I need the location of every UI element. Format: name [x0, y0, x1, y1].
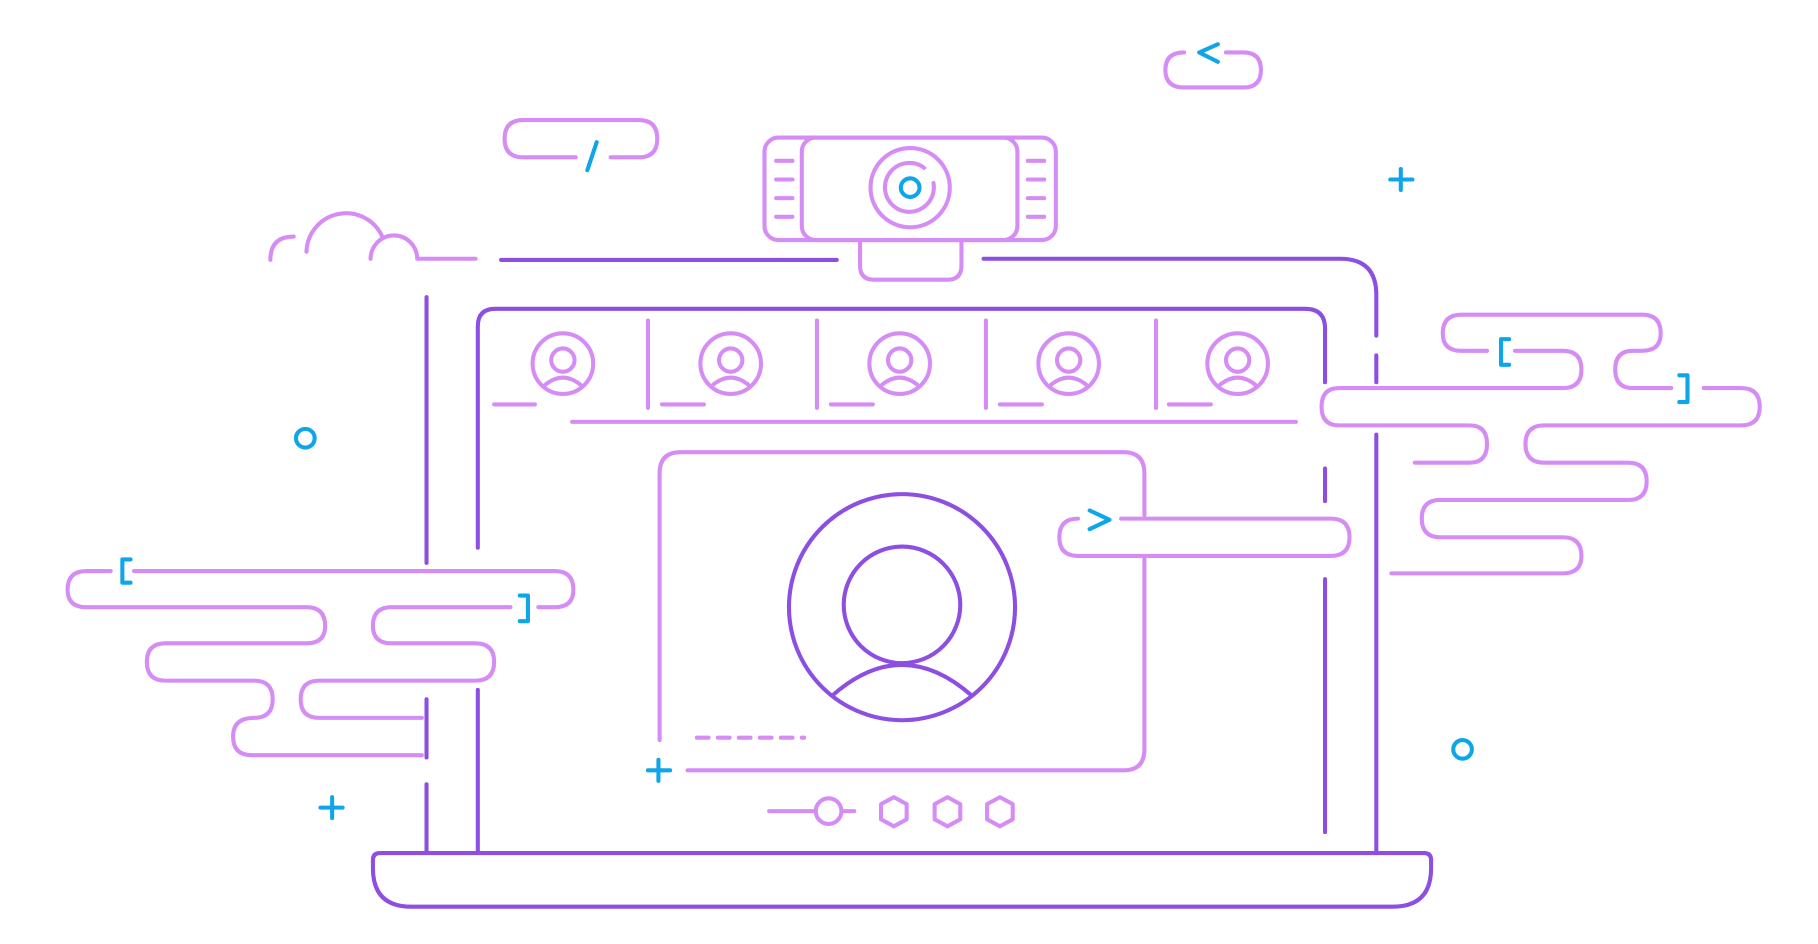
- cloud-icon: [1163, 42, 1263, 90]
- main-speaker-avatar-icon: [786, 492, 1018, 723]
- code-bracket-icon: [1057, 508, 1352, 558]
- hexagon-button-icon[interactable]: [985, 795, 1015, 829]
- laptop-lid: [424, 256, 1379, 853]
- cloud-icon: [1319, 312, 1762, 576]
- hexagon-button-icon[interactable]: [878, 795, 909, 829]
- webcam-icon: [762, 135, 1058, 282]
- circle-icon: [293, 426, 317, 450]
- participant-avatar-icon[interactable]: [1154, 318, 1270, 410]
- laptop-screen: [475, 306, 1328, 853]
- plus-icon: [318, 795, 345, 821]
- plus-icon: [1388, 166, 1415, 193]
- participant-strip[interactable]: [492, 318, 1298, 424]
- cloud-icon: [268, 211, 478, 262]
- participant-avatar-icon[interactable]: [814, 318, 933, 410]
- participant-avatar-icon[interactable]: [983, 318, 1101, 410]
- participant-avatar-icon[interactable]: [492, 331, 596, 407]
- participant-avatar-icon[interactable]: [645, 318, 764, 410]
- circle-icon: [1451, 737, 1474, 761]
- cloud-icon: [65, 557, 576, 758]
- slider-icon[interactable]: [767, 796, 857, 826]
- hexagon-button-icon[interactable]: [932, 795, 963, 829]
- main-video-panel: [645, 450, 1147, 783]
- laptop-base: [370, 851, 1434, 909]
- cloud-icon: [502, 118, 660, 173]
